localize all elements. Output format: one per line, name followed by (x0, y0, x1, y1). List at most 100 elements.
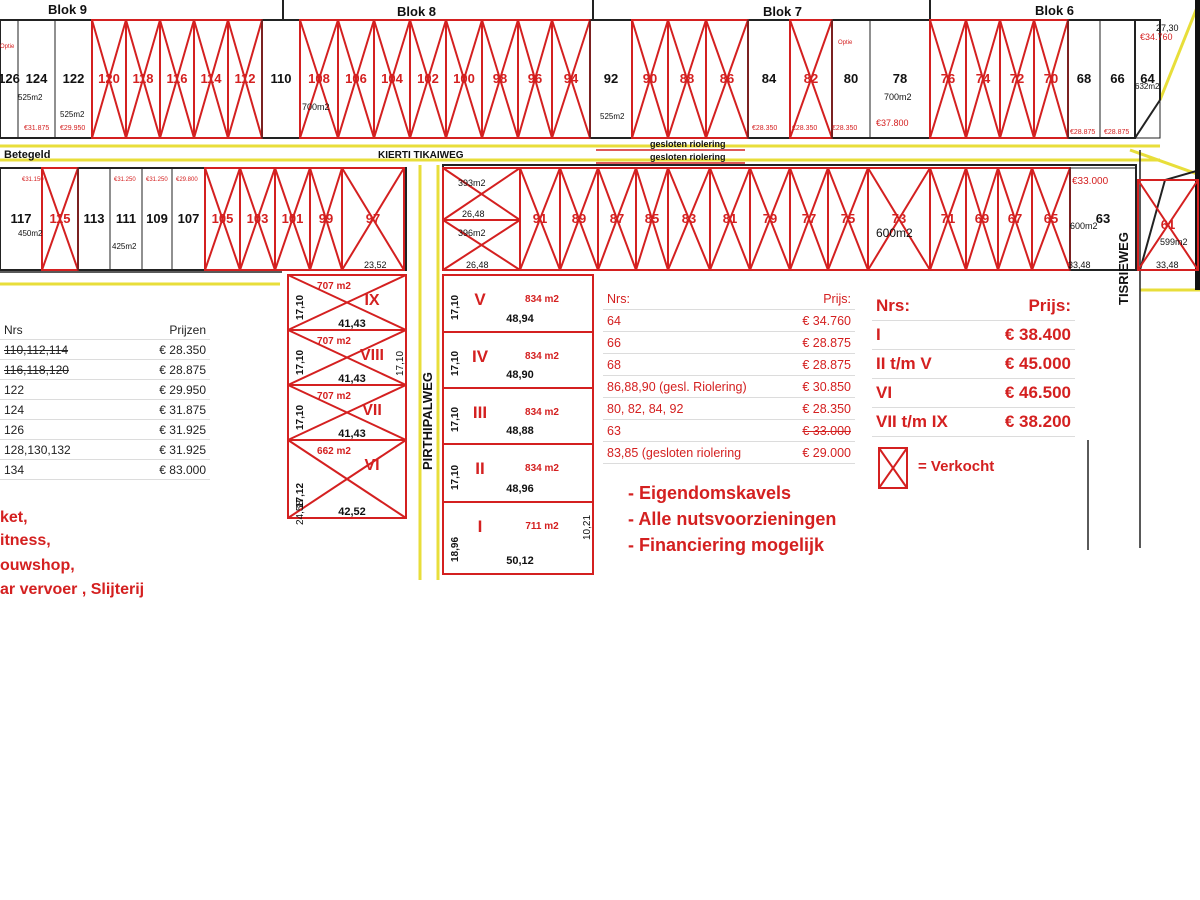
lot-number: 90 (643, 71, 657, 86)
sold-cross (239, 167, 276, 271)
row-nrs: 128,130,132 (0, 439, 122, 460)
lot-number: 100 (453, 71, 475, 86)
lot-number: 77 (802, 211, 816, 226)
lot-area: 834 m2 (525, 407, 559, 418)
sold-cross (749, 167, 791, 271)
sewer-label-2: gesloten riolering (650, 152, 726, 162)
road-kierti (0, 146, 1200, 160)
lot-number: 73 (892, 211, 906, 226)
price-tag: €31.875 (24, 125, 49, 132)
price-tag: €31.250 (146, 177, 168, 183)
lot-number: 78 (893, 71, 907, 86)
area-label: 425m2 (112, 242, 137, 251)
lot-parcel: 77 (789, 167, 829, 271)
lot-parcel: 90 (631, 19, 669, 139)
table-header-row: Nrs Prijzen (0, 320, 210, 340)
lot-number: 115 (50, 211, 71, 226)
lot-parcel: 105 (204, 167, 241, 271)
lot-parcel: 112 (227, 19, 263, 139)
lot-width: 41,43 (338, 373, 366, 385)
row-nrs: 80, 82, 84, 92 (603, 397, 786, 420)
bullet-financing: - Financiering mogelijk (628, 535, 825, 555)
row-nrs: 68 (603, 353, 786, 376)
lot-outline (1069, 167, 1137, 271)
area-label: 599m2 (1160, 237, 1188, 247)
sold-cross (597, 167, 637, 271)
lot-parcel: 80 (831, 19, 871, 139)
sold-cross (965, 167, 999, 271)
lot-number: 65 (1044, 211, 1058, 226)
lot-number: 99 (319, 211, 333, 226)
row-price: € 28.350 (785, 397, 855, 420)
amenity-line: ket, (0, 509, 28, 526)
table-row: VI€ 46.500 (872, 378, 1075, 408)
lot-number: 122 (63, 71, 85, 86)
road-label-kierti: KIERTI TIKAIWEG (378, 150, 464, 161)
sold-cross (309, 167, 343, 271)
dimension-label: 26,48 (466, 260, 489, 270)
sold-cross (373, 19, 411, 139)
table-row: 116,118,120€ 28.875 (0, 359, 210, 380)
lot-number: 118 (133, 71, 154, 86)
lot-roman: IX (364, 292, 379, 309)
amenity-line: ouwshop, (0, 557, 75, 574)
price-tag: €28.350 (832, 125, 857, 132)
price-table-left: Nrs Prijzen 110,112,114€ 28.350 116,118,… (0, 320, 210, 480)
sold-cross (193, 19, 229, 139)
area-label: 600m2 (1070, 221, 1098, 231)
area-label: 393m2 (458, 178, 486, 188)
dimension-label: 24,58 (295, 500, 306, 525)
road-edge (1158, 0, 1200, 101)
lot-roman: IV (472, 347, 489, 366)
lot-roman: VII (362, 402, 382, 419)
dimension-label: 17,10 (395, 351, 406, 376)
sold-cross (1033, 19, 1069, 139)
lot-parcel: 64 (1134, 19, 1161, 139)
area-label: 450m2 (18, 229, 43, 238)
lot-roman: V (474, 290, 486, 309)
lot-roman: I (478, 517, 483, 536)
sold-cross (409, 19, 447, 139)
area-label: 632m2 (1135, 82, 1160, 91)
lot-parcel: 70 (1033, 19, 1069, 139)
lot-width: 42,52 (338, 506, 366, 518)
table-row: I€ 38.400 (872, 320, 1075, 350)
lot-parcel: 85 (635, 167, 669, 271)
table-row: 68€ 28.875 (603, 353, 855, 376)
sold-cross (287, 439, 407, 519)
lot-number: 108 (308, 71, 330, 86)
row-nrs: 116,118,120 (0, 359, 122, 380)
table-row: 110,112,114€ 28.350 (0, 339, 210, 360)
row-price: € 31.925 (121, 419, 210, 440)
lot-number: 117 (11, 211, 32, 226)
lot-area: 834 m2 (525, 351, 559, 362)
legend-divider (1087, 440, 1089, 550)
lot-number: 66 (1110, 71, 1124, 86)
sold-cross (287, 274, 407, 331)
lot-outline (442, 219, 521, 271)
sold-cross (442, 167, 521, 221)
lot-depth: 18,96 (450, 537, 461, 562)
sold-cross (341, 167, 405, 271)
sold-cross (789, 167, 829, 271)
dimension-label: 10,21 (582, 515, 593, 540)
sold-cross (551, 19, 591, 139)
area-label: 700m2 (302, 102, 330, 112)
price-table-mid: Nrs: Prijs: 64€ 34.760 66€ 28.875 68€ 28… (603, 288, 855, 464)
sold-cross (337, 19, 375, 139)
row-nrs: 83,85 (gesloten riolering (603, 441, 786, 464)
sold-cross (517, 19, 553, 139)
row-price: € 29.950 (121, 379, 210, 400)
road-label-pirthipal: PIRTHIPALWEG (420, 372, 435, 470)
lot-area: 707 m2 (317, 336, 351, 347)
lot-depth: 17,10 (450, 465, 461, 490)
lot-parcel: 115 (41, 167, 79, 271)
lot-number: 106 (345, 71, 367, 86)
table-header-row: Nrs: Prijs: (872, 292, 1075, 321)
lot-parcel: 114 (193, 19, 229, 139)
lot-area: 707 m2 (317, 281, 351, 292)
lot-number: 126 (0, 71, 20, 86)
